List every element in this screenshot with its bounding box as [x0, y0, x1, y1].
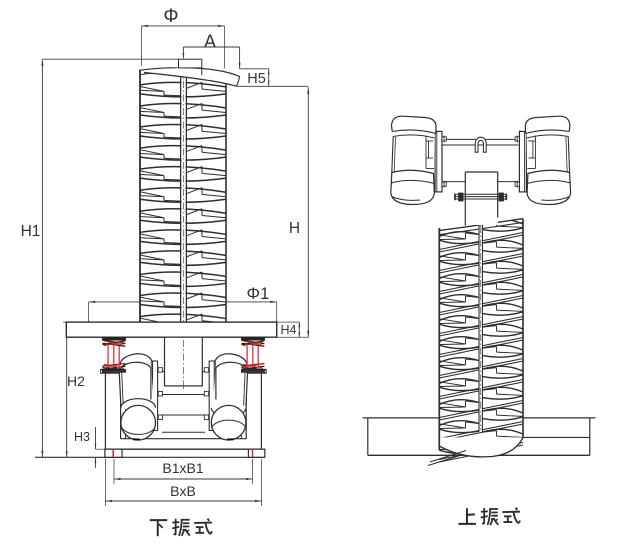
svg-text:H2: H2 [67, 373, 85, 389]
svg-text:B1xB1: B1xB1 [162, 460, 203, 476]
svg-text:Φ1: Φ1 [246, 284, 269, 303]
svg-text:Φ: Φ [163, 6, 178, 27]
svg-text:H3: H3 [74, 430, 90, 444]
svg-text:A: A [204, 32, 216, 52]
svg-text:H: H [289, 220, 300, 237]
svg-text:H4: H4 [281, 323, 297, 337]
svg-text:BxB: BxB [170, 483, 196, 499]
svg-text:H5: H5 [247, 71, 266, 87]
svg-text:H1: H1 [21, 223, 41, 240]
